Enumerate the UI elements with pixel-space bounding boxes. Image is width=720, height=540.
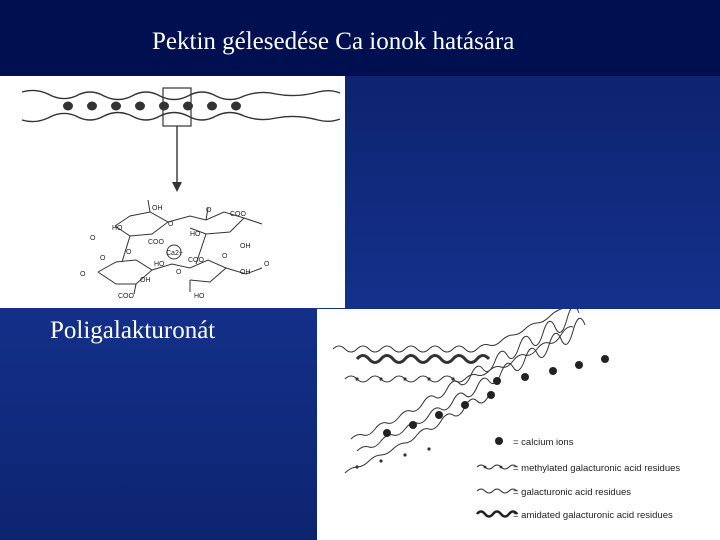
calcium-ion (383, 429, 391, 437)
calcium-ion (87, 101, 97, 111)
legend-label-methylated: = methylated galacturonic acid residues (513, 463, 680, 474)
calcium-ion (493, 377, 501, 385)
plain-chain (356, 317, 586, 452)
chemical-labels: OH HO O O O COO COO HO OH Ca2+ O O O HO … (80, 205, 270, 300)
label-o-9: O (80, 271, 86, 278)
label-coo-1: COO (230, 211, 247, 218)
calcium-ion (487, 391, 495, 399)
calcium-ion (601, 355, 609, 363)
calcium-ion (159, 101, 169, 111)
calcium-ions (383, 355, 609, 437)
label-ho-3: HO (154, 261, 165, 268)
legend-calcium-ion: = calcium ions (495, 437, 574, 448)
slide-title: Pektin gélesedése Ca ionok hatására (152, 28, 515, 55)
legend-label-amidated: = amidated galacturonic acid residues (513, 510, 673, 521)
calcium-ion-row (63, 101, 241, 111)
calcium-ion (435, 411, 443, 419)
plain-chain (350, 309, 580, 440)
label-ca-ion: Ca2+ (166, 250, 183, 257)
chain-association-panel: = calcium ions = methylated galacturonic… (317, 309, 720, 540)
label-o-6: O (100, 255, 106, 262)
calcium-ion (111, 101, 121, 111)
label-o-7: O (176, 269, 182, 276)
legend-amidated: = amidated galacturonic acid residues (475, 510, 673, 521)
calcium-ion (575, 361, 583, 369)
label-ho-2: HO (190, 231, 201, 238)
label-o-3: O (206, 207, 212, 214)
calcium-ion (461, 401, 469, 409)
methyl-groups (355, 377, 455, 469)
legend-plain: = galacturonic acid residues (476, 487, 631, 498)
label-oh-2: OH (240, 243, 251, 250)
egg-box-model-panel: OH HO O O O COO COO HO OH Ca2+ O O O HO … (0, 76, 345, 308)
calcium-ion (521, 373, 529, 381)
lower-chain (21, 111, 341, 123)
calcium-ion (135, 101, 145, 111)
calcium-ion-detail (166, 244, 182, 260)
label-o-8: O (264, 261, 270, 268)
label-ho-1: HO (112, 225, 123, 232)
calcium-ion (207, 101, 217, 111)
label-ho-4: HO (194, 293, 205, 300)
legend-label-plain: = galacturonic acid residues (513, 487, 631, 498)
calcium-ion (63, 101, 73, 111)
side-label: Poligalakturonát (50, 317, 216, 344)
plain-chain (332, 309, 563, 353)
zoom-arrow-head (172, 182, 182, 192)
amidated-chain (355, 354, 491, 364)
legend-methylated: = methylated galacturonic acid residues (476, 463, 680, 474)
label-oh-4: OH (140, 277, 151, 284)
label-o-4: O (126, 249, 132, 256)
upper-chain (21, 89, 341, 101)
label-o-2: O (168, 221, 174, 228)
label-o-5: O (222, 253, 228, 260)
label-coo-2: COO (148, 239, 165, 246)
label-oh-1: OH (152, 205, 163, 212)
legend-label-calcium: = calcium ions (513, 437, 574, 448)
label-oh-3: OH (240, 269, 251, 276)
label-o-1: O (90, 235, 96, 242)
legend: = calcium ions = methylated galacturonic… (475, 437, 680, 521)
title-bar: Pektin gélesedése Ca ionok hatására (0, 0, 720, 76)
calcium-ion (231, 101, 241, 111)
calcium-ion (409, 421, 417, 429)
chemical-structure (97, 199, 263, 295)
chain-association-diagram: = calcium ions = methylated galacturonic… (332, 309, 680, 521)
label-coo-4: COO (118, 293, 135, 300)
label-coo-3: COO (188, 257, 205, 264)
calcium-ion (549, 367, 557, 375)
egg-box-model-diagram: OH HO O O O COO COO HO OH Ca2+ O O O HO … (21, 87, 341, 300)
